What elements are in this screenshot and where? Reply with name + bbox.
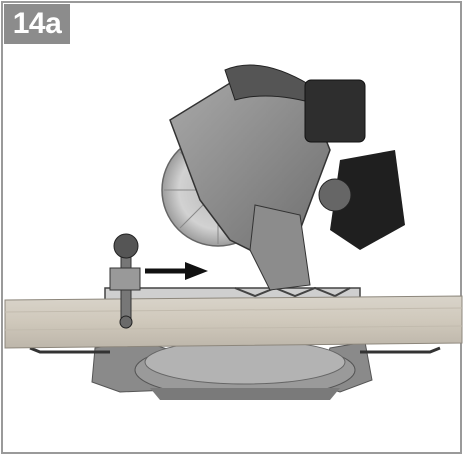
figure-label: 14a xyxy=(4,4,70,44)
support-rods xyxy=(29,346,441,354)
saw-head xyxy=(169,64,405,291)
saw-base xyxy=(91,339,373,400)
clamp-knob xyxy=(109,233,141,329)
direction-arrow-right xyxy=(145,262,208,280)
wood-board xyxy=(4,295,463,349)
